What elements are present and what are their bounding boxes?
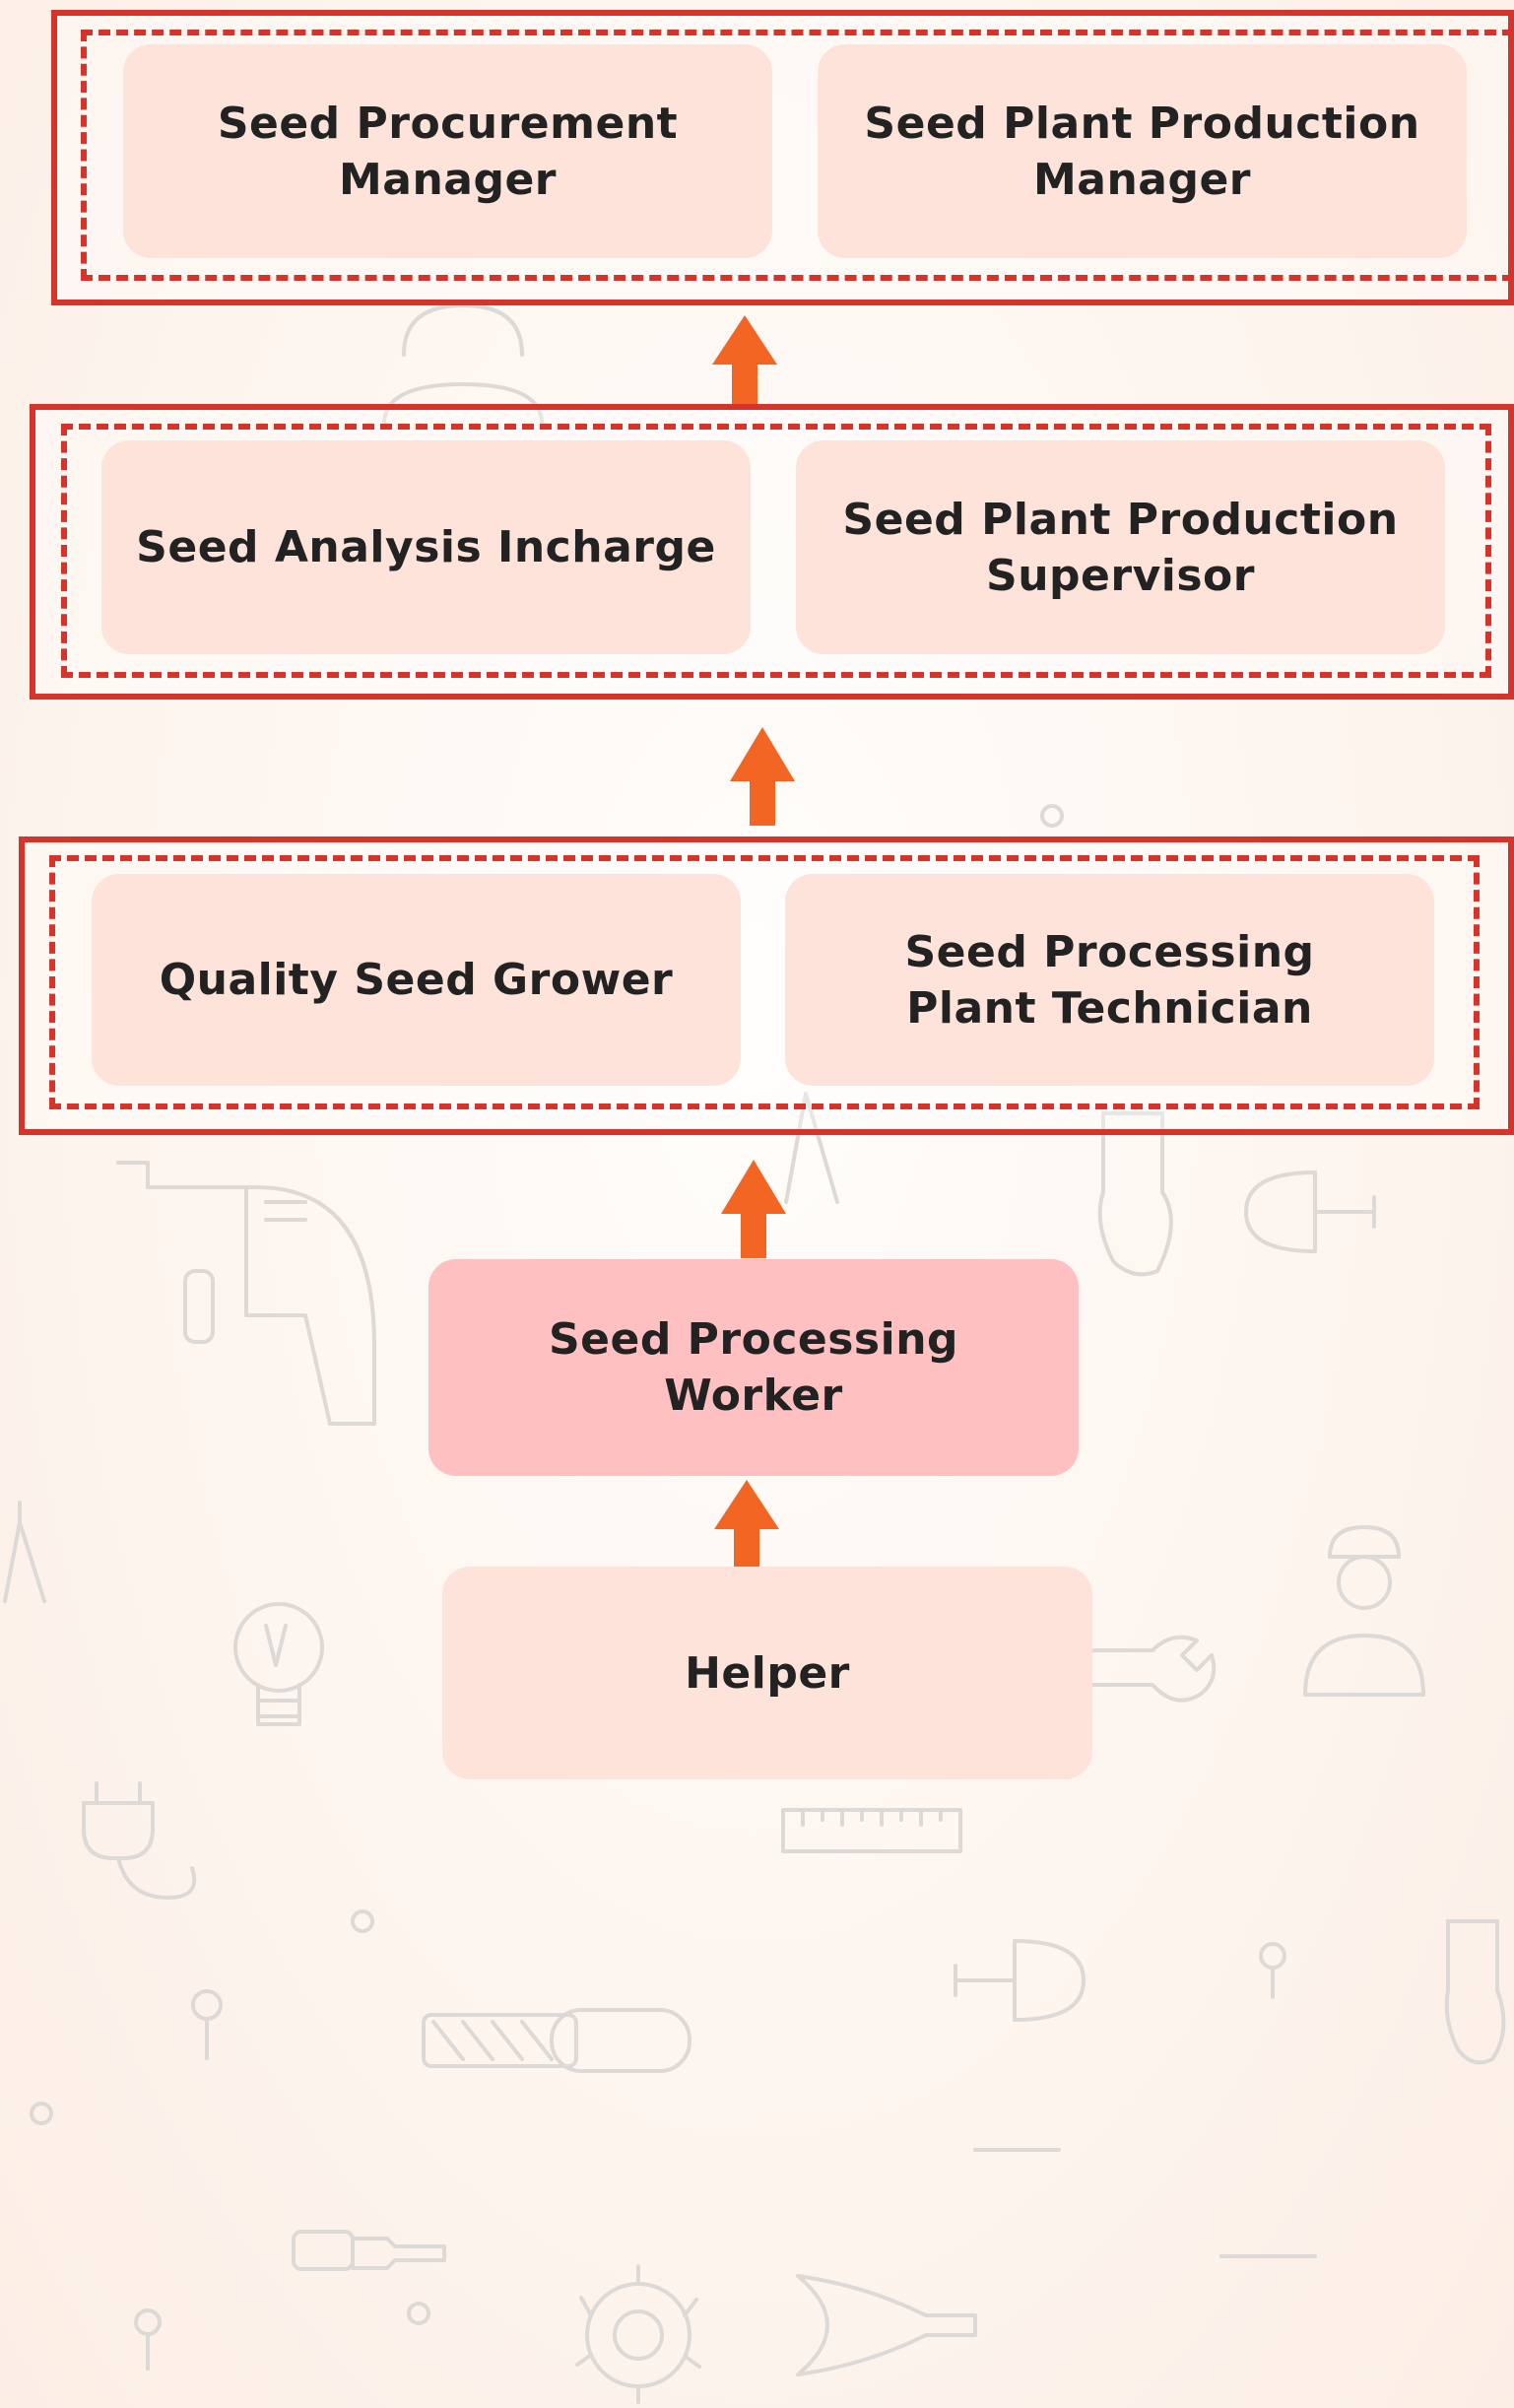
seed-analysis-incharge-box: Seed Analysis Incharge — [101, 440, 751, 654]
drill-icon — [116, 1161, 376, 1426]
helper-box: Helper — [442, 1567, 1092, 1779]
seed-processing-worker-box: Seed Processing Worker — [428, 1259, 1079, 1476]
saw-blade-icon — [575, 2264, 701, 2404]
plug-icon — [82, 1781, 197, 1900]
paint-brush-icon — [1097, 1111, 1506, 2065]
tier-3-dashed-frame — [49, 855, 1480, 1109]
worker-icon — [1303, 1525, 1425, 1697]
file-icon — [422, 2008, 691, 2073]
pin-icon — [30, 804, 1317, 2371]
seed-procurement-manager-box: Seed Procurement Manager — [123, 44, 772, 258]
tier-2-dashed-frame — [61, 424, 1491, 678]
seed-plant-production-manager-box: Seed Plant Production Manager — [818, 44, 1467, 258]
ruler-icon — [781, 1808, 962, 1853]
tier-1-dashed-frame — [81, 30, 1514, 281]
pliers-icon — [796, 2274, 977, 2376]
arrow-up-icon — [730, 727, 795, 826]
seed-plant-production-supervisor-box: Seed Plant Production Supervisor — [796, 440, 1445, 654]
arrow-up-icon — [721, 1160, 786, 1258]
worker-icon — [382, 303, 544, 426]
arrow-up-icon — [712, 315, 777, 404]
lightbulb-icon — [233, 1602, 324, 1726]
compass-icon — [3, 1092, 839, 1603]
screwdriver-icon — [292, 2230, 446, 2271]
arrow-up-icon — [714, 1480, 779, 1567]
quality-seed-grower-box: Quality Seed Grower — [92, 874, 741, 1086]
seed-processing-plant-technician-box: Seed Processing Plant Technician — [785, 874, 1434, 1086]
wrench-icon — [1091, 1635, 1217, 1703]
shovel-icon — [954, 1171, 1376, 2022]
